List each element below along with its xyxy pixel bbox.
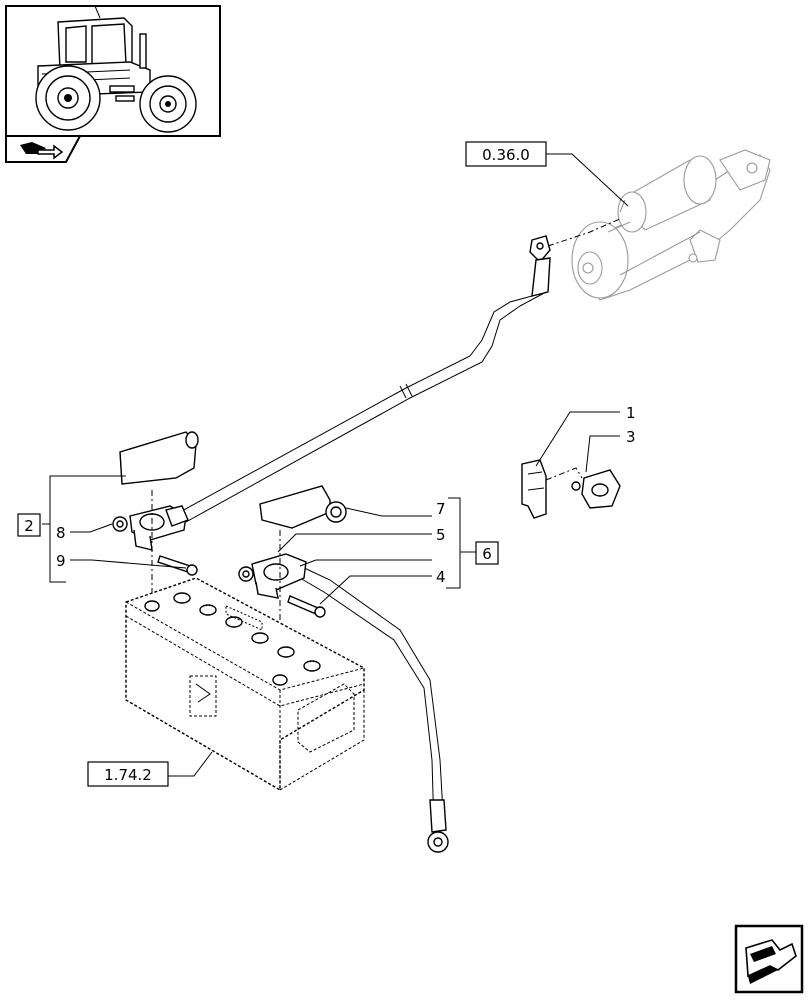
- starter-motor: [571, 149, 771, 301]
- callout-5: 5: [436, 526, 446, 544]
- callout-1: 1: [626, 404, 636, 422]
- negative-washer: [238, 566, 254, 582]
- callout-6: 6: [475, 541, 499, 565]
- positive-terminal-clamp: [129, 505, 189, 551]
- negative-cable: [299, 565, 449, 853]
- callout-4: 4: [436, 568, 446, 586]
- clamp-bolt: [157, 555, 198, 576]
- svg-text:1.74.2: 1.74.2: [104, 766, 152, 784]
- negative-terminal-clamp: [251, 553, 307, 599]
- svg-text:9: 9: [56, 552, 66, 570]
- washer: [112, 516, 128, 532]
- svg-text:2: 2: [24, 517, 34, 535]
- svg-text:8: 8: [56, 524, 66, 542]
- clip-fastener: [571, 469, 621, 509]
- callout-8: 8: [56, 524, 66, 542]
- svg-text:1: 1: [626, 404, 636, 422]
- callout-7: 7: [436, 500, 446, 518]
- battery: [125, 577, 365, 792]
- svg-text:0.36.0: 0.36.0: [482, 146, 530, 164]
- ref-box-battery[interactable]: 1.74.2: [87, 761, 169, 787]
- callout-2: 2: [17, 513, 41, 537]
- negative-clamp-bolt: [287, 595, 326, 618]
- positive-terminal-cover: [119, 431, 199, 485]
- next-page-arrow-icon[interactable]: [734, 924, 804, 994]
- ref-box-starter[interactable]: 0.36.0: [465, 141, 547, 167]
- svg-text:5: 5: [436, 526, 446, 544]
- negative-terminal-cover: [259, 485, 347, 529]
- svg-text:4: 4: [436, 568, 446, 586]
- callout-3: 3: [626, 428, 636, 446]
- svg-text:3: 3: [626, 428, 636, 446]
- callout-9: 9: [56, 552, 66, 570]
- svg-text:6: 6: [482, 545, 492, 563]
- positive-cable: [179, 217, 623, 523]
- svg-text:7: 7: [436, 500, 446, 518]
- folder-arrow-icon[interactable]: [5, 135, 82, 163]
- cable-clip: [521, 459, 547, 519]
- tractor-thumbnail-icon[interactable]: [5, 5, 221, 137]
